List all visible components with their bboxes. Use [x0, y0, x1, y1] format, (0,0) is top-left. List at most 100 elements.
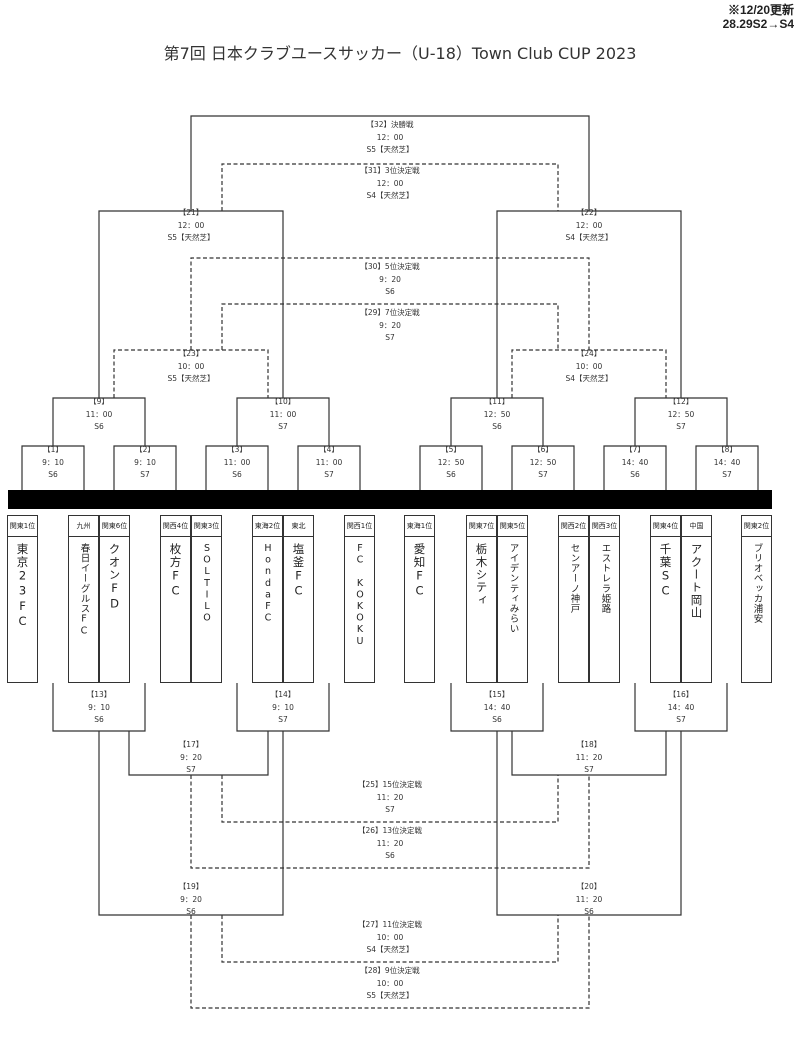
team-name: HondaFC — [262, 543, 274, 625]
team-name: SOLTILO — [201, 543, 213, 625]
team-card: 関東1位東京23FC — [7, 515, 38, 683]
match-time: 9：20 — [180, 752, 202, 762]
update-note-venue: 28.29S2→S4 — [722, 17, 794, 31]
match-number: 【2】 — [135, 445, 155, 454]
match-time: 9：20 — [379, 274, 401, 284]
match-time: 14：40 — [713, 457, 741, 467]
match-number: 【16】 — [668, 690, 694, 699]
match-time: 10：00 — [376, 978, 404, 988]
team-rank: 関東3位 — [192, 516, 221, 537]
team-rank: 関西3位 — [590, 516, 619, 537]
seventh-line-29 — [221, 303, 559, 350]
match-venue: S6 — [186, 907, 196, 916]
team-name: エストレラ姫路 — [599, 543, 611, 614]
match-number: 【17】 — [178, 740, 204, 749]
update-note-date: ※12/20更新 — [727, 3, 794, 17]
team-card: 関西4位枚方FC — [160, 515, 191, 683]
team-rank: 関東5位 — [498, 516, 527, 537]
match-number: 【26】13位決定戦 — [357, 826, 423, 835]
match-time: 12：50 — [437, 457, 465, 467]
match-time: 11：20 — [575, 752, 603, 762]
match-time: 11：20 — [376, 792, 404, 802]
match-time: 11：00 — [223, 457, 251, 467]
match-number: 【18】 — [576, 740, 602, 749]
match-time: 12：50 — [529, 457, 557, 467]
team-name: 塩釜FC — [291, 543, 306, 599]
match-number: 【20】 — [576, 882, 602, 891]
team-card: 九州春日イーグルスFC — [68, 515, 99, 683]
match-number: 【21】 — [178, 208, 204, 217]
team-name: 栃木シティ — [474, 543, 489, 607]
match-venue: S7 — [676, 422, 686, 431]
team-card: 関西2位センアーノ神戸 — [558, 515, 589, 683]
match-number: 【14】 — [270, 690, 296, 699]
team-rank: 関東1位 — [8, 516, 37, 537]
match-venue: S6 — [94, 715, 104, 724]
match-number: 【6】 — [533, 445, 553, 454]
dashed-lines — [113, 163, 667, 1009]
team-rank: 中国 — [682, 516, 711, 537]
match-venue: S6 — [492, 422, 502, 431]
place-line-26 — [190, 775, 590, 869]
team-name: 千葉SC — [658, 543, 673, 599]
match-time: 11：00 — [85, 409, 113, 419]
team-name: ブリオベッカ浦安 — [751, 543, 763, 624]
match-venue: S7 — [584, 765, 594, 774]
match-time: 12：00 — [376, 178, 404, 188]
team-rank: 関東4位 — [651, 516, 680, 537]
match-venue: S4【天然芝】 — [565, 374, 613, 383]
solid-lines — [21, 115, 759, 916]
page-title: 第7回 日本クラブユースサッカー（U-18）Town Club CUP 2023 — [163, 44, 637, 63]
divider-bar — [8, 490, 772, 509]
match-time: 10：00 — [575, 361, 603, 371]
match-number: 【24】 — [576, 349, 602, 358]
place-line-28 — [190, 915, 590, 1009]
team-card: 関東4位千葉SC — [650, 515, 681, 683]
match-number: 【27】11位決定戦 — [357, 920, 423, 929]
update-note: ※12/20更新 28.29S2→S4 — [723, 3, 794, 31]
match-time: 14：40 — [667, 702, 695, 712]
consolation-line-17 — [128, 731, 269, 776]
match-venue: S6 — [232, 470, 242, 479]
team-rank: 九州 — [69, 516, 98, 537]
match-venue: S5【天然芝】 — [366, 991, 414, 1000]
team-rank: 東北 — [284, 516, 313, 537]
match-time: 12：50 — [667, 409, 695, 419]
match-venue: S7 — [278, 422, 288, 431]
match-venue: S7 — [676, 715, 686, 724]
match-time: 12：00 — [177, 220, 205, 230]
match-number: 【22】 — [576, 208, 602, 217]
match-time: 9：20 — [180, 894, 202, 904]
match-number: 【15】 — [484, 690, 510, 699]
team-card: 東海1位愛知FC — [404, 515, 435, 683]
match-number: 【28】9位決定戦 — [360, 966, 420, 975]
match-number: 【11】 — [484, 397, 510, 406]
match-venue: S6 — [630, 470, 640, 479]
match-time: 9：10 — [88, 702, 110, 712]
match-venue: S6 — [385, 287, 395, 296]
match-venue: S6 — [48, 470, 58, 479]
match-venue: S7 — [385, 805, 395, 814]
team-card: 関東5位アイデンティみらい — [497, 515, 528, 683]
